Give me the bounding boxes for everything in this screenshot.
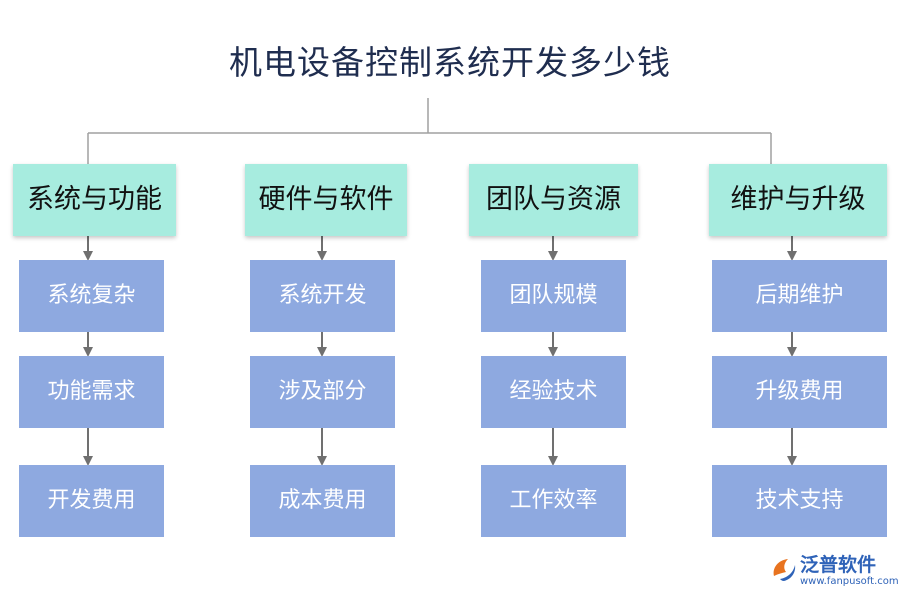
- item-box: 技术支持: [712, 465, 887, 537]
- diagram-title: 机电设备控制系统开发多少钱: [229, 43, 671, 82]
- item-box: 功能需求: [19, 356, 164, 428]
- item-box: 升级费用: [712, 356, 887, 428]
- header-team-resources: 团队与资源: [469, 164, 638, 236]
- logo-icon: [773, 559, 796, 581]
- item-box: 涉及部分: [250, 356, 395, 428]
- item-box: 工作效率: [481, 465, 626, 537]
- header-maintenance-upgrade: 维护与升级: [709, 164, 887, 236]
- item-box: 系统开发: [250, 260, 395, 332]
- item-box: 开发费用: [19, 465, 164, 537]
- logo-name: 泛普软件: [800, 554, 877, 576]
- item-box: 经验技术: [481, 356, 626, 428]
- logo-url: www.fanpusoft.com: [800, 576, 899, 587]
- item-box: 团队规模: [481, 260, 626, 332]
- item-box: 成本费用: [250, 465, 395, 537]
- brand-logo: 泛普软件 www.fanpusoft.com: [770, 552, 899, 592]
- header-hardware-software: 硬件与软件: [245, 164, 407, 236]
- item-box: 后期维护: [712, 260, 887, 332]
- header-system-function: 系统与功能: [13, 164, 176, 236]
- item-box: 系统复杂: [19, 260, 164, 332]
